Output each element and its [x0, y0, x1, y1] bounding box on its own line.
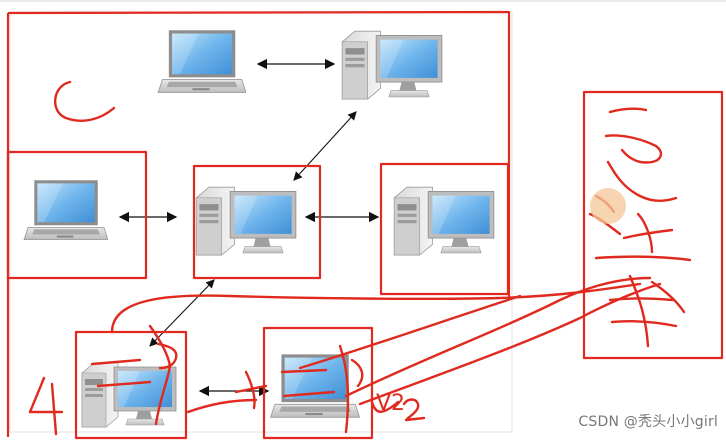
red-frame-main — [7, 10, 511, 298]
red-box-bottom-left — [74, 330, 188, 440]
laptop-icon — [23, 179, 108, 241]
computers — [23, 29, 495, 428]
number-4-stroke — [50, 382, 58, 436]
glyph-stroke — [622, 228, 674, 240]
handwritten-v2: V2 — [376, 391, 405, 416]
letter-c-stroke — [54, 80, 116, 122]
glyph-stroke — [608, 107, 648, 114]
red-box-bottom-right — [262, 326, 374, 440]
red-box-right — [379, 162, 510, 296]
red-box-side — [582, 90, 724, 360]
desktop-icon — [393, 186, 495, 256]
red-annotations — [6, 10, 724, 440]
mark-stroke — [234, 384, 268, 394]
connection-line — [293, 111, 357, 181]
v-stroke — [370, 400, 400, 413]
highlight-spot — [590, 188, 626, 224]
mark-stroke — [282, 390, 336, 398]
red-box-left — [6, 150, 148, 280]
desktop-icon — [341, 30, 443, 100]
glyph-stroke — [604, 134, 663, 164]
glyph-stroke — [636, 212, 654, 254]
two-stroke — [402, 398, 426, 422]
mark-stroke — [338, 344, 350, 434]
laptop-icon — [157, 29, 246, 93]
glyph-stroke — [650, 280, 686, 314]
glyph-stroke — [608, 297, 674, 302]
curve-stroke — [358, 282, 662, 406]
curve-stroke — [110, 282, 642, 334]
glyph-stroke — [606, 160, 678, 202]
red-box-center — [192, 164, 322, 280]
mark-stroke — [350, 358, 364, 388]
curve-stroke — [344, 276, 652, 398]
connection-line — [149, 279, 215, 347]
mark-stroke — [90, 358, 142, 366]
watermark: CSDN @秃头小小girl — [578, 414, 718, 430]
desktop-icon — [195, 186, 297, 256]
glyph-stroke — [594, 255, 692, 262]
mark-stroke — [156, 342, 178, 370]
curve-stroke — [298, 294, 522, 370]
glyph-stroke — [628, 274, 650, 348]
mark-stroke — [280, 368, 328, 374]
mark-stroke — [96, 380, 152, 388]
glyph-stroke — [610, 320, 678, 328]
connections — [118, 58, 380, 397]
handwriting — [28, 80, 692, 436]
mark-stroke — [186, 398, 258, 414]
number-4-stroke — [28, 376, 64, 414]
mark-stroke — [244, 370, 256, 410]
